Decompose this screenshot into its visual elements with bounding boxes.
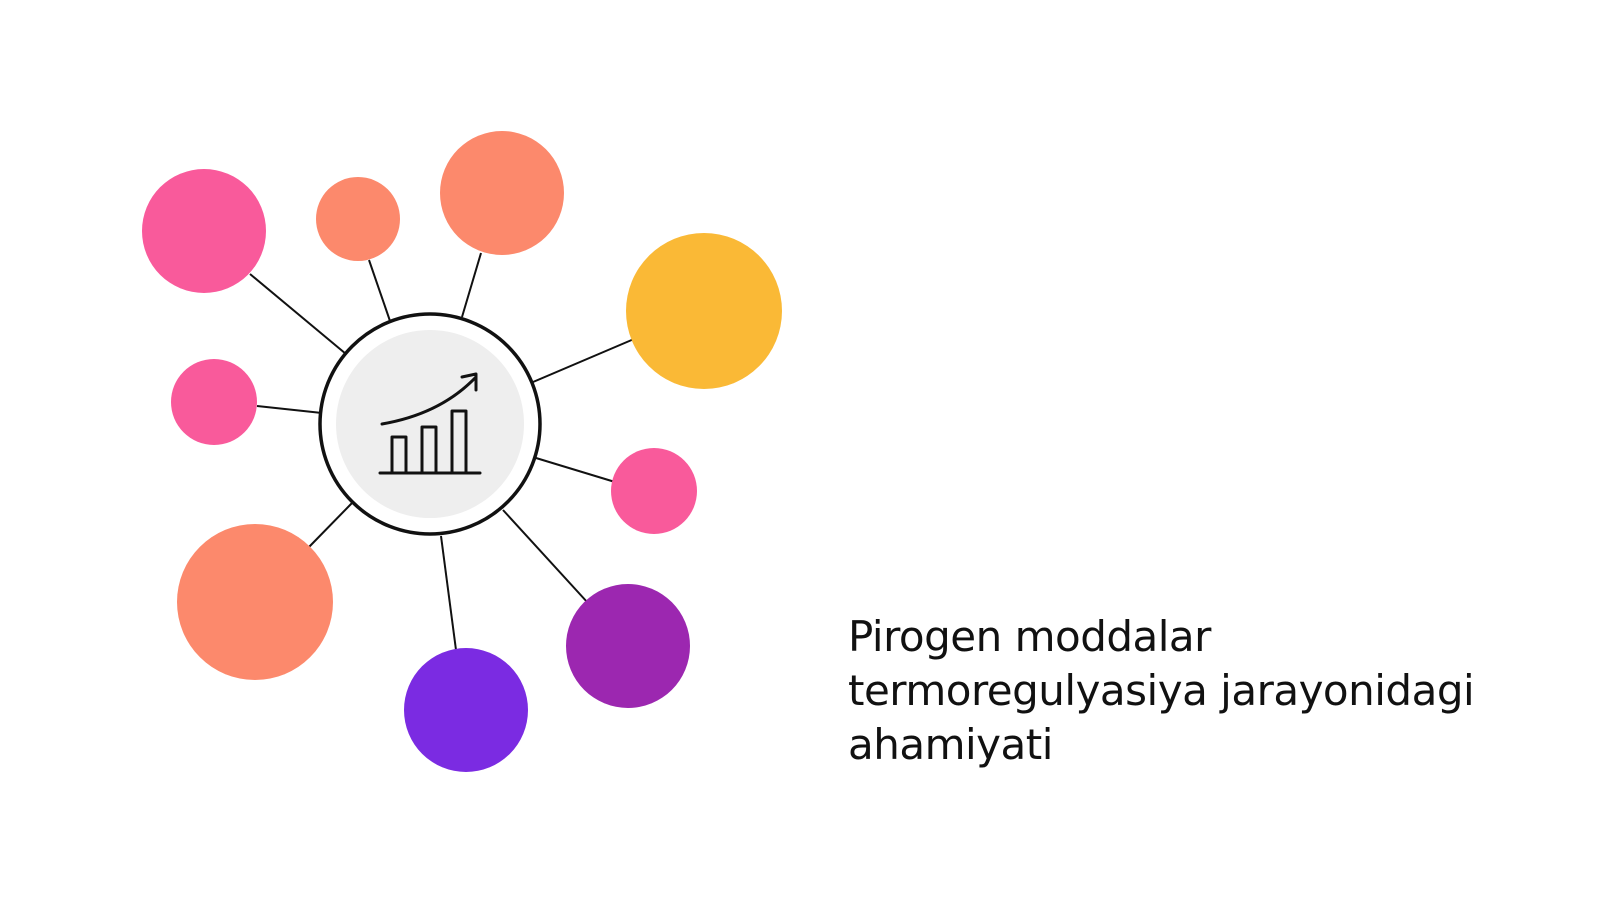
connector-line: [440, 535, 457, 651]
node-circle-pink-top-left: [142, 169, 266, 293]
connector-lines: [249, 252, 635, 651]
connector-line: [502, 509, 589, 604]
connector-line: [461, 252, 482, 318]
connector-line: [249, 273, 347, 355]
satellite-nodes: [142, 131, 782, 772]
connector-line: [368, 259, 391, 322]
connector-line: [256, 405, 323, 414]
node-circle-yellow-right: [626, 233, 782, 389]
connector-line: [308, 502, 353, 548]
hub-inner-circle: [336, 330, 524, 518]
node-circle-coral-small-top: [316, 177, 400, 261]
connector-line: [532, 338, 635, 383]
slide-title: Pirogen moddalar termoregulyasiya jarayo…: [848, 612, 1475, 769]
connector-line: [535, 457, 616, 483]
hub-node: [318, 312, 542, 536]
node-circle-purple-bottom-right: [566, 584, 690, 708]
node-circle-coral-top: [440, 131, 564, 255]
node-circle-violet-bottom: [404, 648, 528, 772]
node-circle-coral-bottom-left: [177, 524, 333, 680]
growth-chart-icon: [378, 372, 482, 475]
node-circle-pink-right: [611, 448, 697, 534]
node-circle-pink-left: [171, 359, 257, 445]
